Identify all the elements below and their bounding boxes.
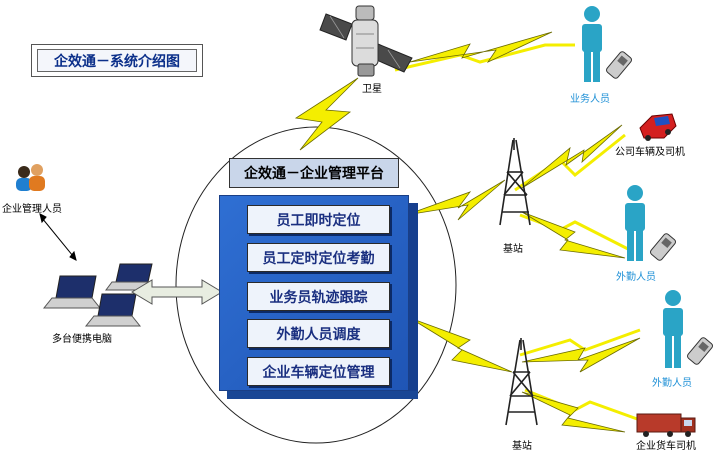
satellite-icon xyxy=(319,5,413,77)
field-person-icon xyxy=(625,185,645,261)
managers-label: 企业管理人员 xyxy=(2,204,62,215)
lightning-satellite xyxy=(294,77,359,151)
base-station-tower-icon xyxy=(499,138,531,226)
sales-staff-label: 业务人员 xyxy=(570,94,610,105)
lightning-satellite-sales xyxy=(409,31,553,63)
mobile-phone-icon xyxy=(650,233,676,261)
function-field-dispatch: 外勤人员调度 xyxy=(247,319,390,348)
diagram-title-frame: 企效通－系统介绍图 xyxy=(31,44,203,77)
lightning-platform-station2 xyxy=(409,317,513,373)
platform-bottom-shadow xyxy=(227,391,418,399)
platform-side-shadow xyxy=(409,203,418,399)
lightning-station1-field xyxy=(521,211,626,259)
satellite-label: 卫星 xyxy=(362,84,382,95)
lightning-platform-station1 xyxy=(405,179,506,221)
lightning-station1-vehicle xyxy=(521,124,623,189)
sales-person-icon xyxy=(582,6,602,82)
lightning-station2-field xyxy=(521,337,641,373)
company-vehicle-label: 公司车辆及司机 xyxy=(615,147,685,158)
platform-ellipse xyxy=(175,126,457,444)
managers-icon xyxy=(16,164,45,191)
beam-station2-field2 xyxy=(519,328,641,357)
laptop-icon xyxy=(42,275,102,309)
truck-driver-label: 企业货车司机 xyxy=(636,441,696,452)
platform-title: 企效通－企业管理平台 xyxy=(229,158,399,188)
function-realtime-location: 员工即时定位 xyxy=(247,205,390,234)
company-car-icon xyxy=(639,113,677,141)
laptops-label: 多台便携电脑 xyxy=(52,334,112,345)
lightning-bolts xyxy=(294,31,641,433)
field-person-icon xyxy=(663,290,683,368)
lightning-station2-truck xyxy=(521,391,626,433)
base-station-2-label: 基站 xyxy=(512,441,532,452)
base-station-tower-icon xyxy=(505,338,538,426)
truck-icon xyxy=(636,413,696,437)
function-vehicle-management: 企业车辆定位管理 xyxy=(247,357,390,386)
base-station-1-label: 基站 xyxy=(503,244,523,255)
function-track-sales: 业务员轨迹跟踪 xyxy=(247,282,390,311)
field-staff-1-label: 外勤人员 xyxy=(616,272,656,283)
beam-station2-truck xyxy=(524,388,641,422)
laptop-icon xyxy=(84,293,142,327)
field-staff-2-label: 外勤人员 xyxy=(652,378,692,389)
diagram-title: 企效通－系统介绍图 xyxy=(37,49,197,72)
managers-laptops-arrow xyxy=(39,213,77,261)
mobile-phone-icon xyxy=(687,337,713,365)
mobile-phone-icon xyxy=(606,51,632,79)
function-attendance-location: 员工定时定位考勤 xyxy=(247,243,390,272)
beam-satellite-sales xyxy=(394,43,575,72)
